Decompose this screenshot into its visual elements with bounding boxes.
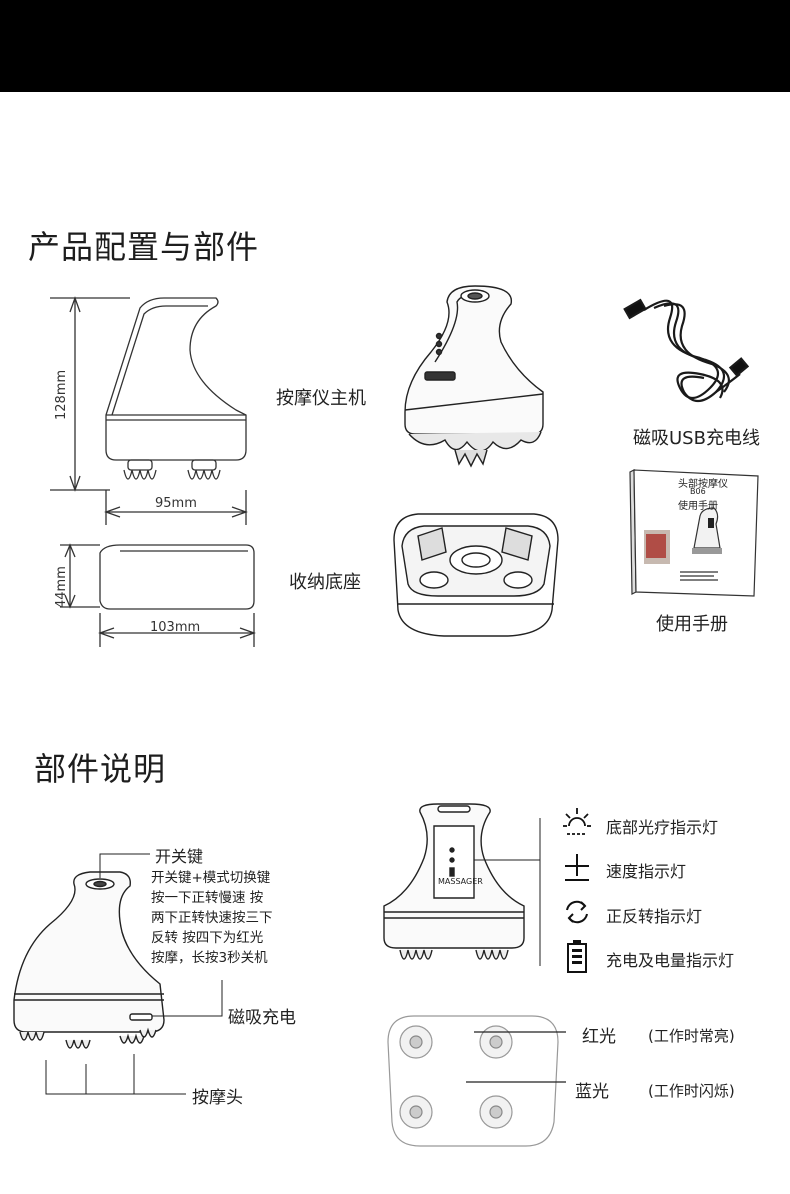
label-base: 收纳底座 (289, 572, 361, 593)
manual-cover-model: B06 (690, 487, 706, 496)
label-manual: 使用手册 (656, 614, 728, 635)
main-unit-illustration (404, 285, 544, 468)
indicator-label: 充电及电量指示灯 (606, 951, 735, 970)
device-label: MASSAGER (438, 877, 483, 886)
indicator-label: 正反转指示灯 (606, 907, 703, 926)
indicator-label: 底部光疗指示灯 (606, 818, 719, 837)
power-key-description: 开关键+模式切换键 按一下正转慢速 按 两下正转快速按三下 反转 按四下为红光 … (151, 868, 301, 968)
light-mode-color: 蓝光 (575, 1082, 609, 1102)
manual-cover-title: 头部按摩仪 (678, 479, 728, 490)
label-cable: 磁吸USB充电线 (633, 428, 760, 449)
manual-illustration (629, 469, 759, 597)
power-desc-line: 按摩，长按3秒关机 (151, 950, 268, 966)
light-mode-note: (工作时常亮) (648, 1027, 735, 1045)
dim-width: 95mm (155, 496, 197, 511)
battery-icon (567, 940, 587, 973)
label-main-unit: 按摩仪主机 (276, 388, 366, 409)
rotate-icon (566, 900, 588, 924)
top-banner (0, 0, 790, 92)
base-side-drawing (60, 543, 256, 647)
power-desc-line: 两下正转快速按三下 (151, 910, 273, 926)
speed-icon (565, 854, 589, 881)
cable-illustration (623, 298, 750, 403)
dim-base-height: 44mm (54, 566, 69, 608)
label-massage-head: 按摩头 (192, 1088, 243, 1108)
device-bottom-drawing (387, 1015, 566, 1147)
manual-cover-subtitle: 使用手册 (678, 501, 718, 512)
dim-base-width: 103mm (150, 620, 201, 635)
sun-icon (563, 808, 591, 835)
device-callout-drawing (13, 853, 223, 1095)
power-desc-line: 按一下正转慢速 按 (151, 890, 264, 906)
base-illustration (393, 513, 559, 637)
light-mode-color: 红光 (582, 1027, 616, 1047)
section-title-parts: 部件说明 (34, 750, 167, 788)
dim-height: 128mm (54, 369, 69, 420)
light-mode-note: (工作时闪烁) (648, 1082, 735, 1100)
power-desc-line: 反转 按四下为红光 (151, 930, 264, 946)
main-unit-side-drawing (50, 296, 248, 525)
label-magnetic-charge: 磁吸充电 (228, 1008, 296, 1028)
indicator-label: 速度指示灯 (606, 862, 687, 881)
power-desc-line: 开关键+模式切换键 (151, 870, 271, 886)
section-title-configuration: 产品配置与部件 (28, 228, 260, 266)
label-power-key: 开关键 (155, 847, 204, 866)
device-front-drawing (383, 803, 541, 966)
